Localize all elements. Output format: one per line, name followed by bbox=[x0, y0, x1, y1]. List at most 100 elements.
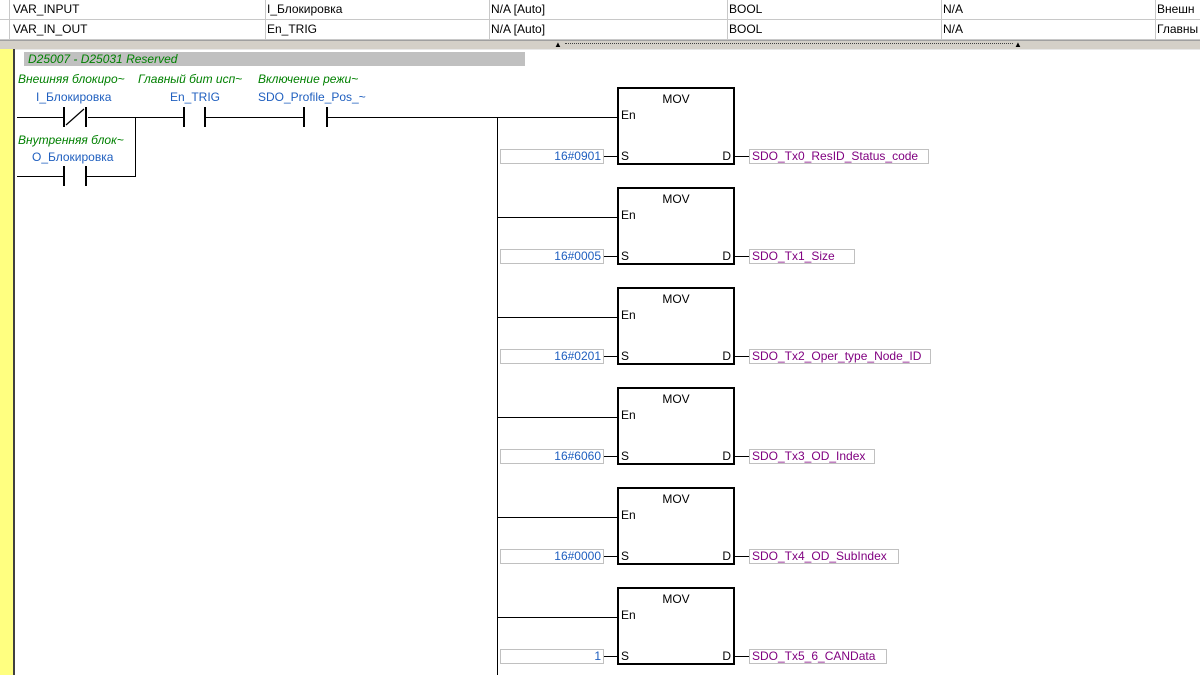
contact-variable[interactable]: En_TRIG bbox=[170, 90, 221, 104]
var-class-cell[interactable]: VAR_INPUT bbox=[9, 0, 266, 19]
input-wire bbox=[604, 556, 617, 557]
block-title: MOV bbox=[662, 592, 690, 606]
input-wire bbox=[604, 356, 617, 357]
pin-s-label: S bbox=[621, 349, 630, 363]
collapse-up-icon[interactable]: ▲ bbox=[1014, 40, 1022, 49]
input-wire bbox=[604, 256, 617, 257]
enable-wire bbox=[497, 517, 617, 518]
mov-block[interactable]: MOV En S D bbox=[617, 387, 735, 465]
rung-wire bbox=[328, 117, 618, 118]
mov-block[interactable]: MOV En S D bbox=[617, 187, 735, 265]
mov-block[interactable]: MOV En S D bbox=[617, 87, 735, 165]
pin-en-label: En bbox=[621, 108, 636, 122]
pin-d-label: D bbox=[722, 549, 731, 563]
contact-icon[interactable] bbox=[326, 107, 328, 127]
block-title: MOV bbox=[662, 392, 690, 406]
row-header-column bbox=[0, 0, 10, 40]
variables-table: VAR_INPUT I_Блокировка N/A [Auto] BOOL N… bbox=[0, 0, 1200, 40]
contact-icon[interactable] bbox=[85, 166, 87, 186]
output-wire bbox=[735, 156, 749, 157]
enable-wire bbox=[497, 317, 617, 318]
contact-comment: Главный бит исп~ bbox=[138, 72, 243, 86]
negation-slash-icon bbox=[65, 108, 85, 126]
input-wire bbox=[604, 456, 617, 457]
pin-en-label: En bbox=[621, 508, 636, 522]
pin-en-label: En bbox=[621, 308, 636, 322]
output-wire bbox=[735, 556, 749, 557]
mov-block[interactable]: MOV En S D bbox=[617, 587, 735, 665]
contact-variable[interactable]: SDO_Profile_Pos_~ bbox=[258, 90, 366, 104]
pin-s-label: S bbox=[621, 549, 630, 563]
mov-output-variable[interactable]: SDO_Tx3_OD_Index bbox=[749, 449, 875, 464]
contact-icon[interactable] bbox=[183, 107, 185, 127]
pin-d-label: D bbox=[722, 349, 731, 363]
input-wire bbox=[604, 156, 617, 157]
output-wire bbox=[735, 456, 749, 457]
mov-input-value[interactable]: 16#6060 bbox=[500, 449, 604, 464]
var-initial-cell[interactable]: N/A bbox=[939, 0, 1156, 19]
contact-comment: Внешняя блокиро~ bbox=[18, 72, 125, 86]
var-class-cell[interactable]: VAR_IN_OUT bbox=[9, 20, 266, 39]
pin-d-label: D bbox=[722, 149, 731, 163]
block-title: MOV bbox=[662, 292, 690, 306]
distribution-bus bbox=[497, 117, 498, 675]
collapse-up-icon[interactable]: ▲ bbox=[554, 40, 562, 49]
output-wire bbox=[735, 356, 749, 357]
block-title: MOV bbox=[662, 492, 690, 506]
table-row[interactable]: VAR_INPUT I_Блокировка N/A [Auto] BOOL N… bbox=[0, 0, 1200, 20]
output-wire bbox=[735, 256, 749, 257]
ladder-diagram[interactable]: D25007 - D25031 Reserved Внешняя блокиро… bbox=[0, 49, 1200, 675]
output-wire bbox=[735, 656, 749, 657]
pin-d-label: D bbox=[722, 649, 731, 663]
var-type-cell[interactable]: BOOL bbox=[725, 0, 942, 19]
enable-wire bbox=[497, 617, 617, 618]
mov-input-value[interactable]: 1 bbox=[500, 649, 604, 664]
mov-input-value[interactable]: 16#0005 bbox=[500, 249, 604, 264]
mov-output-variable[interactable]: SDO_Tx2_Oper_type_Node_ID bbox=[749, 349, 931, 364]
branch-wire bbox=[87, 176, 136, 177]
negated-contact-icon[interactable] bbox=[63, 107, 65, 127]
contact-comment: Внутренняя блок~ bbox=[18, 133, 124, 147]
block-title: MOV bbox=[662, 92, 690, 106]
rung-wire bbox=[206, 117, 304, 118]
block-title: MOV bbox=[662, 192, 690, 206]
contact-icon[interactable] bbox=[204, 107, 206, 127]
contact-variable[interactable]: O_Блокировка bbox=[32, 150, 114, 164]
var-comment-cell[interactable]: Внешн bbox=[1157, 2, 1195, 16]
mov-input-value[interactable]: 16#0000 bbox=[500, 549, 604, 564]
var-type-cell[interactable]: BOOL bbox=[725, 20, 942, 39]
branch-join-wire bbox=[135, 117, 136, 177]
mov-input-value[interactable]: 16#0901 bbox=[500, 149, 604, 164]
var-comment-cell[interactable]: Главны bbox=[1157, 22, 1199, 36]
pin-d-label: D bbox=[722, 249, 731, 263]
pin-en-label: En bbox=[621, 408, 636, 422]
mov-input-value[interactable]: 16#0201 bbox=[500, 349, 604, 364]
enable-wire bbox=[497, 417, 617, 418]
contact-icon[interactable] bbox=[63, 166, 65, 186]
mov-block[interactable]: MOV En S D bbox=[617, 287, 735, 365]
input-wire bbox=[604, 656, 617, 657]
var-name-cell[interactable]: En_TRIG bbox=[263, 20, 490, 39]
enable-wire bbox=[497, 217, 617, 218]
mov-output-variable[interactable]: SDO_Tx4_OD_SubIndex bbox=[749, 549, 899, 564]
pin-s-label: S bbox=[621, 649, 630, 663]
splitter-grip[interactable] bbox=[565, 43, 1013, 47]
pin-s-label: S bbox=[621, 249, 630, 263]
var-initial-cell[interactable]: N/A bbox=[939, 20, 1156, 39]
var-address-cell[interactable]: N/A [Auto] bbox=[487, 20, 728, 39]
network-comment[interactable]: D25007 - D25031 Reserved bbox=[24, 52, 525, 66]
negated-contact-icon[interactable] bbox=[85, 107, 87, 127]
pin-en-label: En bbox=[621, 608, 636, 622]
table-row[interactable]: VAR_IN_OUT En_TRIG N/A [Auto] BOOL N/A Г… bbox=[0, 20, 1200, 40]
contact-icon[interactable] bbox=[303, 107, 305, 127]
panel-splitter[interactable]: ▲ ▲ bbox=[0, 40, 1200, 50]
rung-wire bbox=[88, 117, 184, 118]
var-name-cell[interactable]: I_Блокировка bbox=[263, 0, 490, 19]
mov-output-variable[interactable]: SDO_Tx1_Size bbox=[749, 249, 855, 264]
contact-variable[interactable]: I_Блокировка bbox=[36, 90, 112, 104]
var-address-cell[interactable]: N/A [Auto] bbox=[487, 0, 728, 19]
mov-output-variable[interactable]: SDO_Tx0_ResID_Status_code bbox=[749, 149, 929, 164]
pin-en-label: En bbox=[621, 208, 636, 222]
mov-output-variable[interactable]: SDO_Tx5_6_CANData bbox=[749, 649, 887, 664]
mov-block[interactable]: MOV En S D bbox=[617, 487, 735, 565]
